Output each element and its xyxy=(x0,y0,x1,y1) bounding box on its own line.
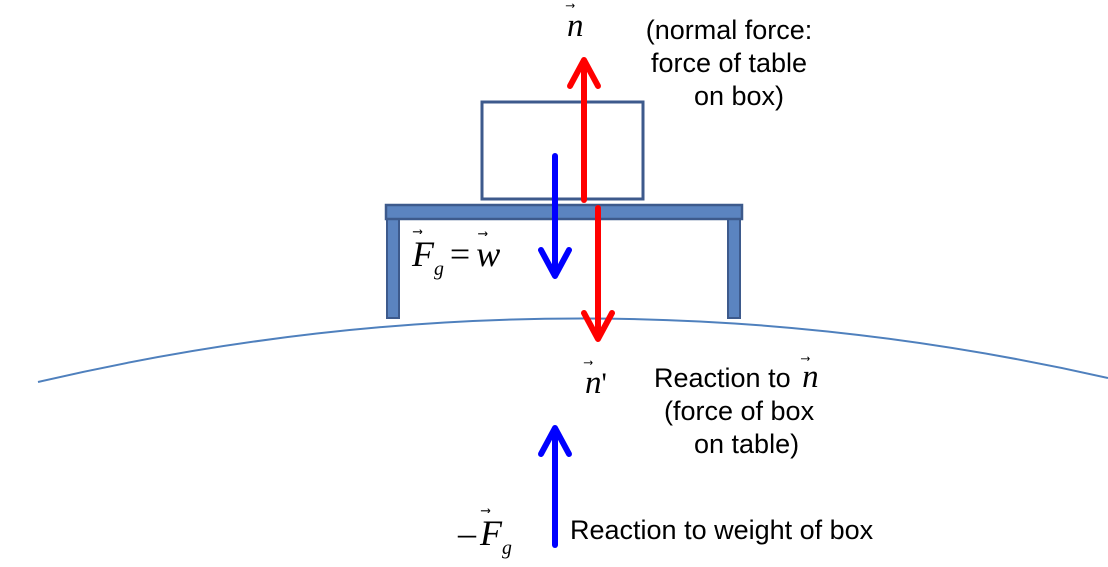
reaction-normal-force-label: Reaction to ⃗n (force of box on table) xyxy=(654,359,819,460)
table-leg-left xyxy=(386,217,400,319)
weight-equation: ⃗Fg=⃗w xyxy=(412,234,501,280)
reaction-normal-force-symbol: ⃗n' xyxy=(585,365,607,401)
reaction-normal-force-arrow xyxy=(581,205,615,342)
normal-force-symbol: ⃗n xyxy=(567,8,584,44)
reaction-weight-symbol: –⃗Fg xyxy=(458,513,512,559)
normal-force-label: (normal force: force of table on box) xyxy=(645,15,813,111)
weight-arrow xyxy=(538,153,572,279)
normal-force-arrow xyxy=(567,57,601,203)
reaction-weight-label: Reaction to weight of box xyxy=(570,515,874,545)
reaction-weight-arrow xyxy=(538,425,572,548)
table-leg-right xyxy=(727,217,741,319)
earth-surface-curve xyxy=(37,317,1108,383)
table-top xyxy=(384,203,744,221)
box xyxy=(480,100,645,201)
